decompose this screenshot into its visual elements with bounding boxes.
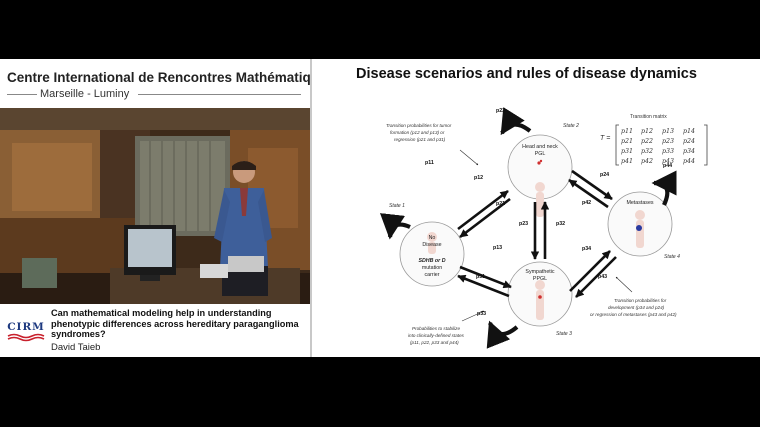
prob-label-p22: p22 — [496, 108, 505, 114]
mutation-label: mutation — [422, 265, 442, 271]
matrix-cell: p22 — [641, 138, 653, 145]
prob-label-p33: p33 — [477, 311, 486, 317]
location-text: Marseille - Luminy — [40, 88, 130, 100]
matrix-cell: p41 — [621, 158, 633, 165]
matrix-cell: p14 — [683, 128, 695, 135]
matrix-cell: p42 — [641, 158, 653, 165]
arrow-p12 — [457, 189, 509, 231]
arrow-p43 — [575, 256, 617, 298]
matrix-cell: p43 — [662, 158, 674, 165]
cirm-logo-waves-icon — [7, 333, 45, 342]
presentation-slide: Disease scenarios and rules of disease d… — [312, 59, 760, 357]
state-4-name: Metastases — [626, 200, 653, 206]
matrix-cell: p21 — [621, 138, 633, 145]
note-tumor-formation: formation (p12 and p13) or — [390, 130, 445, 135]
note-1-pointer — [459, 149, 479, 166]
state-3-name: PPGL — [533, 276, 547, 282]
cirm-logo: CIRM — [6, 318, 46, 342]
self-loop-arrow-p22 — [500, 107, 532, 136]
prob-label-p32: p32 — [556, 221, 565, 227]
prob-label-p11: p11 — [425, 160, 434, 166]
sympathetic-tumor-dot — [538, 295, 542, 299]
disease-dynamics-diagram: Transition matrix T = p11 p12 p13 p14 p2… — [379, 107, 708, 349]
self-loop-arrow-p11 — [379, 213, 411, 240]
note-tumor-formation: Transition probabilities for tumor — [386, 123, 452, 128]
cirm-header: Centre International de Rencontres Mathé… — [0, 59, 334, 107]
slide-title: Disease scenarios and rules of disease d… — [356, 66, 697, 82]
arrow-p21 — [459, 197, 511, 239]
note-stabilize: (p11, p22, p33 and p44) — [410, 340, 459, 345]
matrix-cell: p23 — [662, 138, 674, 145]
state-1-label: State 1 — [389, 203, 405, 209]
matrix-caption: Transition matrix — [630, 114, 667, 120]
matrix-cell: p12 — [641, 128, 653, 135]
self-loop-arrow-p33 — [486, 320, 519, 349]
matrix-cell: p31 — [621, 148, 633, 155]
talk-info: CIRM Can mathematical modeling help in u… — [0, 304, 310, 357]
arrow-p42 — [568, 178, 609, 209]
state-3-label: State 3 — [556, 331, 572, 337]
cirm-logo-text: CIRM — [7, 321, 45, 333]
head-neck-tumor-dot — [539, 159, 543, 163]
note-2-pointer — [615, 276, 633, 293]
head-neck-tumor-dot — [537, 161, 541, 165]
prob-label-p21: p21 — [496, 201, 505, 207]
state-1-name: No — [429, 235, 436, 241]
prob-label-p44: p44 — [663, 163, 672, 169]
organization-name: Centre International de Rencontres Mathé… — [7, 70, 335, 85]
state-3-name: Sympathetic — [525, 269, 554, 275]
prob-label-p34: p34 — [582, 246, 591, 252]
note-stabilize: Probabilities to stabilize — [412, 326, 460, 331]
left-panel: Centre International de Rencontres Mathé… — [0, 59, 334, 357]
arrow-p13 — [459, 265, 512, 289]
speaker-video-image — [0, 108, 310, 304]
prob-label-p13: p13 — [493, 245, 502, 251]
panel-divider — [310, 59, 312, 357]
speaker-name: David Taieb — [51, 342, 101, 353]
arrow-p24 — [571, 169, 613, 201]
metastases-dot — [636, 225, 642, 231]
mutation-label: carrier — [424, 272, 439, 278]
matrix-cell: p33 — [662, 148, 674, 155]
prob-label-p12: p12 — [474, 175, 483, 181]
prob-label-p42: p42 — [582, 200, 591, 206]
note-3-pointer — [461, 310, 485, 322]
note-metastases: or regression of metastases (p43 and p42… — [590, 312, 677, 317]
state-2-name: PGL — [535, 151, 546, 157]
header-rule-right — [138, 94, 301, 95]
state-4-label: State 4 — [664, 254, 680, 260]
speaker-video — [0, 108, 310, 304]
note-tumor-formation: regression (p21 and p31) — [394, 137, 446, 142]
note-metastases: Transition probabilities for — [614, 298, 667, 303]
mutation-label: SDHB or D — [418, 258, 445, 264]
state-1-name: Disease — [422, 242, 441, 248]
arrow-p34 — [569, 250, 611, 292]
note-metastases: development (p34 and p24) — [608, 305, 665, 310]
matrix-cell: p44 — [683, 158, 695, 165]
self-loop-arrow-p44 — [651, 170, 677, 206]
transition-matrix: Transition matrix T = p11 p12 p13 p14 p2… — [600, 114, 708, 166]
prob-label-p43: p43 — [598, 274, 607, 280]
matrix-cell: p11 — [621, 128, 633, 135]
body-silhouettes — [427, 182, 645, 320]
matrix-symbol: T = — [600, 135, 610, 142]
matrix-cell: p34 — [683, 148, 695, 155]
prob-label-p23: p23 — [519, 221, 528, 227]
matrix-cell: p32 — [641, 148, 653, 155]
header-rule-left — [7, 94, 37, 95]
prob-label-p24: p24 — [600, 172, 609, 178]
talk-title: Can mathematical modeling help in unders… — [51, 308, 299, 339]
state-2-name: Head and neck — [522, 144, 558, 150]
arrow-p31 — [457, 274, 510, 298]
matrix-cell: p13 — [662, 128, 674, 135]
matrix-bracket-left — [615, 124, 619, 166]
matrix-cell: p24 — [683, 138, 695, 145]
matrix-bracket-right — [704, 124, 708, 166]
prob-label-p31: p31 — [476, 274, 485, 280]
note-stabilize: into clinically-defined states — [408, 333, 465, 338]
state-2-label: State 2 — [563, 123, 579, 129]
